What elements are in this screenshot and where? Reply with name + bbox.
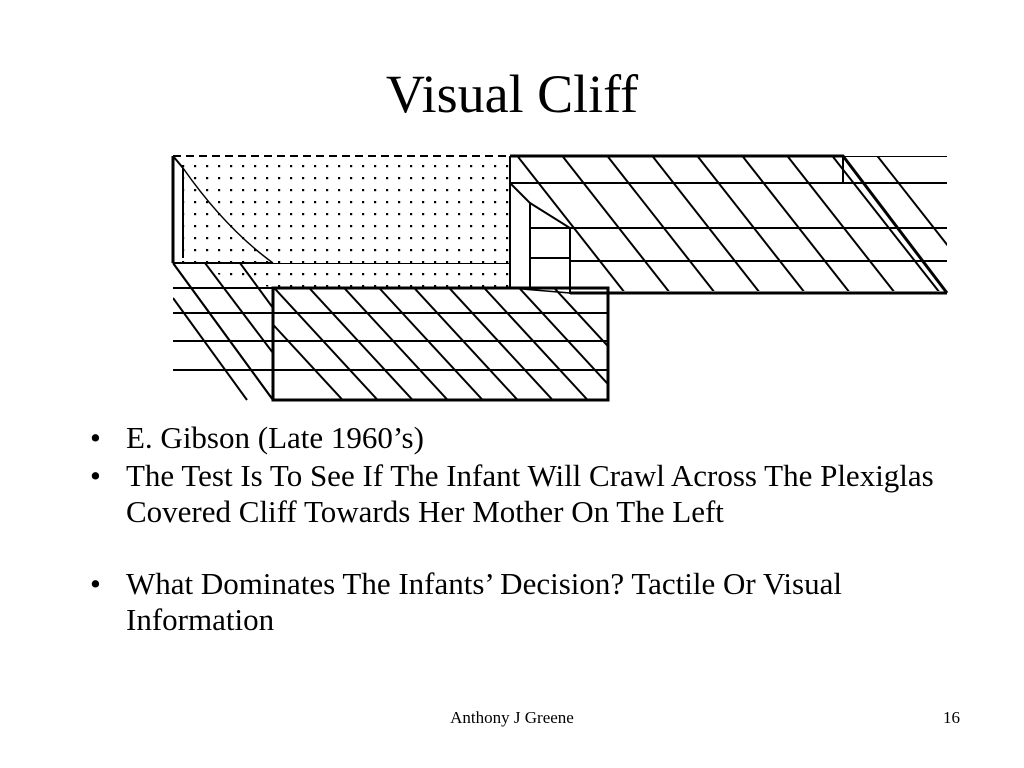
visual-cliff-illustration	[165, 148, 955, 410]
bullet-item: • E. Gibson (Late 1960’s)	[86, 420, 966, 456]
bullet-text: E. Gibson (Late 1960’s)	[126, 420, 424, 455]
bullet-item: • What Dominates The Infants’ Decision? …	[86, 566, 966, 638]
bullet-text: What Dominates The Infants’ Decision? Ta…	[126, 566, 842, 637]
bullet-list: • E. Gibson (Late 1960’s) • The Test Is …	[86, 420, 966, 640]
bullet-dot: •	[90, 458, 101, 493]
footer-author: Anthony J Greene	[450, 708, 574, 727]
slide-title: Visual Cliff	[385, 64, 639, 124]
bullet-dot: •	[90, 566, 101, 601]
bullet-item: • The Test Is To See If The Infant Will …	[86, 458, 966, 530]
bullet-dot: •	[90, 420, 101, 455]
visual-cliff-apparatus-icon	[171, 154, 949, 402]
page-number: 16	[943, 708, 960, 727]
bullet-text: The Test Is To See If The Infant Will Cr…	[126, 458, 934, 529]
